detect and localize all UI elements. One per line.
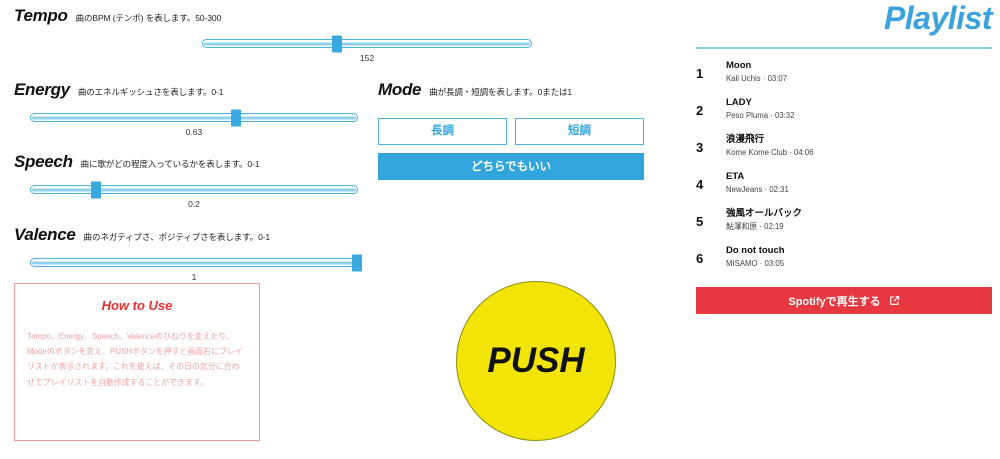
push-button[interactable]: PUSH: [456, 281, 616, 441]
tempo-value: 152: [359, 53, 375, 63]
control-energy: Energy 曲のエネルギッシュさを表します。0-1 0.63: [14, 80, 358, 137]
spotify-play-label: Spotifyで再生する: [788, 295, 881, 308]
valence-slider-thumb[interactable]: [352, 254, 362, 271]
control-speech-title: Speech: [14, 152, 73, 171]
tempo-slider-fill: [204, 42, 530, 45]
energy-slider[interactable]: 0.63: [30, 109, 358, 137]
control-tempo: Tempo 曲のBPM (テンポ) を表します。50-300 152: [14, 6, 544, 63]
track-number: 6: [696, 251, 704, 266]
mode-button-row: 長調 短調: [378, 118, 644, 145]
control-energy-header: Energy 曲のエネルギッシュさを表します。0-1: [14, 80, 358, 100]
control-valence-description: 曲のネガティブさ、ポジティブさを表します。0-1: [83, 232, 271, 242]
speech-slider[interactable]: 0.2: [30, 181, 358, 209]
tempo-slider-track[interactable]: [202, 35, 532, 52]
playlist-track-list: 1 Moon Kali Uchis · 03:07 2 LADY Peso Pl…: [696, 57, 992, 279]
control-tempo-header: Tempo 曲のBPM (テンポ) を表します。50-300: [14, 6, 544, 26]
track-meta: Moon Kali Uchis · 03:07: [726, 59, 992, 86]
control-tempo-description: 曲のBPM (テンポ) を表します。50-300: [75, 13, 222, 23]
push-button-label: PUSH: [487, 341, 585, 380]
track-meta: 強風オールバック 鮎澤和原 · 02:19: [726, 207, 992, 234]
mode-button-minor[interactable]: 短調: [515, 118, 644, 145]
control-speech-description: 曲に歌がどの程度入っているかを表します。0-1: [80, 159, 260, 169]
energy-value: 0.63: [185, 127, 203, 137]
control-valence-title: Valence: [14, 225, 76, 244]
energy-slider-track[interactable]: [30, 109, 358, 126]
control-mode-title: Mode: [378, 80, 422, 99]
control-tempo-title: Tempo: [14, 6, 68, 25]
track-title: Do not touch: [726, 245, 785, 256]
track-title: ETA: [726, 171, 745, 182]
mode-button-major[interactable]: 長調: [378, 118, 507, 145]
valence-slider[interactable]: 1: [30, 254, 362, 282]
track-number: 3: [696, 140, 704, 155]
track-row[interactable]: 1 Moon Kali Uchis · 03:07: [696, 57, 992, 94]
mode-button-either[interactable]: どちらでもいい: [378, 153, 644, 180]
playlist-divider: [696, 47, 992, 49]
energy-slider-thumb[interactable]: [231, 109, 242, 126]
speech-value: 0.2: [188, 199, 200, 209]
track-meta: LADY Peso Pluma · 03:32: [726, 96, 992, 123]
speech-slider-fill: [32, 188, 356, 191]
how-to-use-body: Tempo、Energy、Speech、Valenceのひねりを変えたり、Mod…: [27, 332, 243, 387]
tempo-slider-thumb[interactable]: [332, 35, 343, 52]
control-valence-header: Valence 曲のネガティブさ、ポジティブさを表します。0-1: [14, 225, 358, 245]
how-to-use-box: How to Use Tempo、Energy、Speech、Valenceのひ…: [14, 283, 260, 441]
track-row[interactable]: 5 強風オールバック 鮎澤和原 · 02:19: [696, 205, 992, 242]
energy-slider-fill: [32, 116, 356, 119]
track-title: Moon: [726, 60, 752, 71]
track-subtitle: 鮎澤和原 · 02:19: [726, 222, 784, 232]
track-number: 4: [696, 177, 704, 192]
track-number: 1: [696, 66, 704, 81]
control-mode: Mode 曲が長調・短調を表します。0または1 長調 短調 どちらでもいい: [378, 80, 644, 180]
how-to-use-heading: How to Use: [101, 298, 173, 313]
controls-panel: Tempo 曲のBPM (テンポ) を表します。50-300 152 Energ…: [14, 6, 644, 441]
track-title: LADY: [726, 97, 752, 108]
track-subtitle: Kali Uchis · 03:07: [726, 74, 788, 84]
playlist-title: Playlist: [883, 0, 993, 36]
track-row[interactable]: 3 浪漫飛行 Kome Kome Club · 04:06: [696, 131, 992, 168]
speech-slider-thumb[interactable]: [91, 181, 102, 198]
track-subtitle: MISAMO · 03:05: [726, 259, 785, 269]
track-row[interactable]: 4 ETA NewJeans · 02:31: [696, 168, 992, 205]
spotify-play-button[interactable]: Spotifyで再生する: [696, 287, 992, 314]
track-meta: Do not touch MISAMO · 03:05: [726, 244, 992, 271]
playlist-panel: Playlist 1 Moon Kali Uchis · 03:07 2 LAD…: [660, 0, 1000, 459]
track-subtitle: Peso Pluma · 03:32: [726, 111, 795, 121]
track-title: 強風オールバック: [726, 208, 803, 219]
control-energy-title: Energy: [14, 80, 70, 99]
track-row[interactable]: 2 LADY Peso Pluma · 03:32: [696, 94, 992, 131]
control-mode-header: Mode 曲が長調・短調を表します。0または1: [378, 80, 644, 100]
tempo-slider[interactable]: 152: [202, 35, 532, 63]
track-subtitle: Kome Kome Club · 04:06: [726, 148, 814, 158]
control-mode-description: 曲が長調・短調を表します。0または1: [429, 87, 572, 97]
track-meta: ETA NewJeans · 02:31: [726, 170, 992, 197]
track-title: 浪漫飛行: [726, 134, 765, 145]
control-speech: Speech 曲に歌がどの程度入っているかを表します。0-1 0.2: [14, 152, 358, 209]
track-number: 2: [696, 103, 704, 118]
speech-slider-track[interactable]: [30, 181, 358, 198]
valence-slider-fill: [32, 261, 356, 264]
control-speech-header: Speech 曲に歌がどの程度入っているかを表します。0-1: [14, 152, 358, 172]
valence-slider-track[interactable]: [30, 254, 362, 271]
external-link-icon: [889, 295, 900, 306]
track-subtitle: NewJeans · 02:31: [726, 185, 789, 195]
control-energy-description: 曲のエネルギッシュさを表します。0-1: [77, 87, 224, 97]
control-valence: Valence 曲のネガティブさ、ポジティブさを表します。0-1 1: [14, 225, 362, 282]
valence-value: 1: [191, 272, 197, 282]
track-number: 5: [696, 214, 704, 229]
track-row[interactable]: 6 Do not touch MISAMO · 03:05: [696, 242, 992, 279]
track-meta: 浪漫飛行 Kome Kome Club · 04:06: [726, 133, 992, 160]
